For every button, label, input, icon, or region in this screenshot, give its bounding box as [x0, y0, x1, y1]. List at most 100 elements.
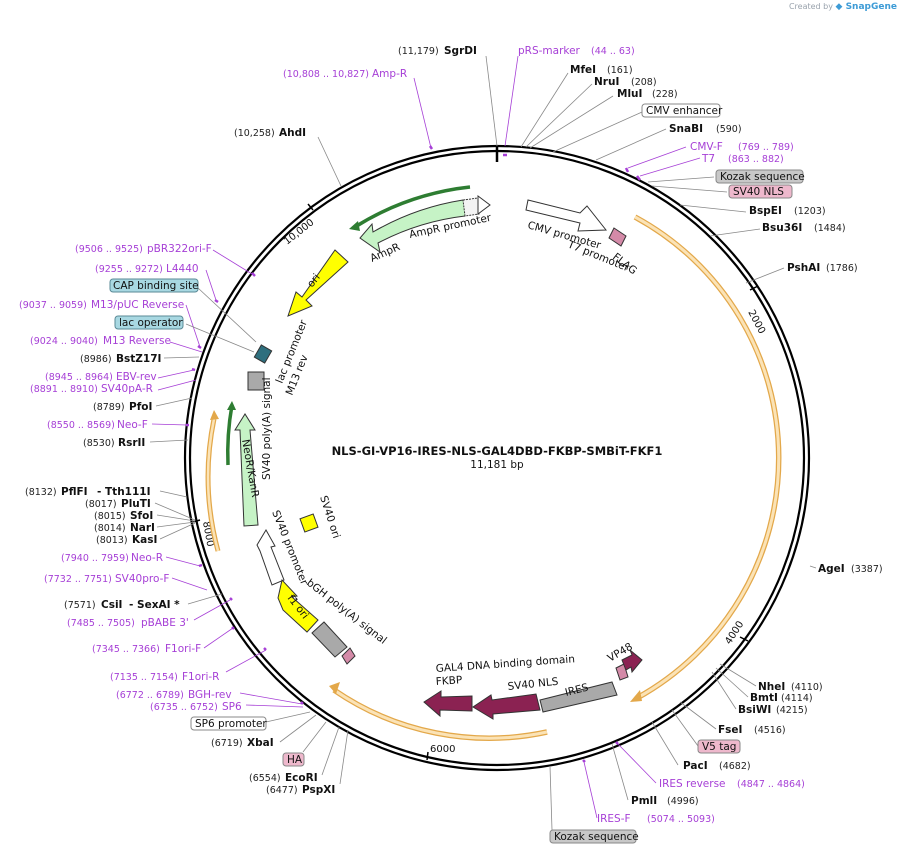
- feature-lac-operator[interactable]: lac operator: [119, 317, 183, 329]
- primer-l4440[interactable]: L4440: [166, 263, 199, 275]
- feature-sv40-nls-1[interactable]: SV40 NLS: [733, 186, 784, 198]
- coord-pshai: (1786): [826, 263, 858, 274]
- primer-ires-reverse[interactable]: IRES reverse: [659, 778, 726, 790]
- primer-cmv-f[interactable]: CMV-F: [690, 141, 723, 153]
- feature-cap-binding[interactable]: CAP binding site: [113, 280, 199, 292]
- enzyme-csii[interactable]: CsiI: [101, 599, 122, 611]
- leader-cap: [197, 287, 257, 343]
- enzyme-nhei[interactable]: NheI: [758, 681, 785, 693]
- gal4-dbd-arrow: [472, 693, 541, 720]
- leader-neof: [151, 423, 188, 426]
- enzyme-pshai[interactable]: PshAI: [787, 262, 820, 274]
- lac-operator-marker: [253, 344, 273, 364]
- primer-sp6[interactable]: SP6: [222, 701, 242, 713]
- leader-kozak1: [647, 176, 715, 183]
- leader-kozak2: [549, 765, 553, 831]
- leader-lines-left: [149, 77, 432, 785]
- enzyme-bsu36i[interactable]: Bsu36I: [762, 222, 802, 234]
- leader-pshai: [745, 267, 785, 284]
- enzyme-mfei[interactable]: MfeI: [570, 64, 596, 76]
- green-left-arrowhead: [227, 401, 236, 410]
- coord-sfoi: (8015): [94, 511, 126, 522]
- leader-mfei: [520, 72, 569, 148]
- box-lac-operator: [114, 315, 184, 330]
- leader-pspxi: [339, 729, 349, 785]
- primer-pbabe[interactable]: pBABE 3': [141, 617, 189, 629]
- coord-t7: (863 .. 882): [728, 154, 784, 165]
- enzyme-pluti[interactable]: PluTI: [121, 498, 151, 510]
- enzyme-rsrii[interactable]: RsrII: [118, 437, 145, 449]
- primer-sv40par[interactable]: SV40pA-R: [101, 383, 153, 395]
- primer-m13rev[interactable]: M13 Reverse: [103, 335, 171, 347]
- enzyme-sexai[interactable]: - SexAI *: [129, 599, 180, 611]
- enzyme-ahdi[interactable]: AhdI: [279, 127, 306, 139]
- enzyme-nrui[interactable]: NruI: [594, 76, 619, 88]
- enzyme-bmti[interactable]: BmtI: [750, 692, 778, 704]
- leader-ha: [302, 721, 327, 753]
- leader-sfoi: [156, 514, 196, 522]
- leader-pfoi: [155, 397, 193, 407]
- leader-nrui: [525, 83, 593, 148]
- enzyme-pfoi[interactable]: PfoI: [129, 401, 152, 413]
- box-sp6-promoter: [190, 716, 267, 731]
- enzyme-mlui[interactable]: MluI: [617, 88, 642, 100]
- enzyme-bsiwi[interactable]: BsiWI: [738, 704, 771, 716]
- primer-neof[interactable]: Neo-F: [117, 419, 148, 431]
- enzyme-snabi[interactable]: SnaBI: [669, 123, 703, 135]
- enzyme-kasi[interactable]: KasI: [132, 534, 157, 546]
- orange-feature-bottom-inner: [333, 688, 548, 740]
- coord-paci: (4682): [719, 761, 751, 772]
- enzyme-bstz17i[interactable]: BstZ17I: [116, 353, 161, 365]
- leader-bsu36i: [709, 228, 761, 237]
- leader-bghrev: [239, 692, 303, 705]
- primer-amp-r[interactable]: Amp-R: [372, 68, 407, 80]
- feature-cmv-enhancer[interactable]: CMV enhancer: [646, 105, 723, 117]
- enzyme-agei[interactable]: AgeI: [818, 563, 845, 575]
- enzyme-sgrdi[interactable]: SgrDI: [444, 45, 477, 57]
- enzyme-fsei[interactable]: FseI: [718, 724, 742, 736]
- leader-cmvf: [627, 146, 687, 169]
- coord-bghrev: (6772 .. 6789): [116, 690, 184, 701]
- leader-sv40par: [157, 379, 197, 391]
- leader-neor: [165, 556, 201, 567]
- tick-iresf: [582, 759, 586, 763]
- enzyme-pspxi[interactable]: PspXI: [302, 784, 335, 796]
- coord-sv40prof: (7732 .. 7751): [44, 574, 112, 585]
- feature-sp6-promoter[interactable]: SP6 promoter: [195, 718, 267, 730]
- feature-kozak-1[interactable]: Kozak sequence: [720, 171, 805, 183]
- enzyme-nari[interactable]: NarI: [130, 522, 155, 534]
- leader-ebvrev: [157, 369, 195, 379]
- enzyme-ecori[interactable]: EcoRI: [285, 772, 318, 784]
- feature-v5-tag[interactable]: V5 tag: [702, 741, 736, 753]
- primer-prs-marker[interactable]: pRS-marker: [518, 45, 581, 57]
- enzyme-sfoi[interactable]: SfoI: [130, 510, 153, 522]
- ori-arrow: [287, 249, 349, 317]
- enzyme-xbai[interactable]: XbaI: [247, 737, 274, 749]
- enzyme-bspei[interactable]: BspEI: [749, 205, 782, 217]
- enzyme-paci[interactable]: PacI: [683, 760, 708, 772]
- primer-neor[interactable]: Neo-R: [131, 552, 163, 564]
- primer-t7[interactable]: T7: [701, 153, 715, 165]
- primer-ires-f[interactable]: IRES-F: [597, 813, 631, 825]
- tick-10000: 10,000: [282, 217, 316, 247]
- primer-sv40prof[interactable]: SV40pro-F: [115, 573, 169, 585]
- enzyme-tth111i[interactable]: - Tth111I: [97, 486, 151, 498]
- enzyme-pmli[interactable]: PmlI: [631, 795, 657, 807]
- primer-f1orif[interactable]: F1ori-F: [165, 643, 201, 655]
- primer-f1orir[interactable]: F1ori-R: [182, 671, 219, 683]
- feature-ha[interactable]: HA: [287, 754, 303, 766]
- backbone-inner: [188, 149, 806, 767]
- primer-pbr322[interactable]: pBR322ori-F: [147, 243, 212, 255]
- primer-bghrev[interactable]: BGH-rev: [188, 689, 232, 701]
- coord-bspei: (1203): [794, 206, 826, 217]
- sv40-promoter-arrow: [256, 529, 285, 586]
- primer-ebvrev[interactable]: EBV-rev: [116, 371, 157, 383]
- feature-kozak-2[interactable]: Kozak sequence: [554, 831, 639, 843]
- leader-f1orif: [203, 627, 234, 649]
- leader-xbai: [279, 714, 317, 743]
- coord-nrui: (208): [631, 77, 657, 88]
- box-ha: [282, 752, 305, 767]
- coord-bsu36i: (1484): [814, 223, 846, 234]
- primer-m13puc[interactable]: M13/pUC Reverse: [91, 299, 184, 311]
- enzyme-pflfi[interactable]: PflFI: [61, 486, 88, 498]
